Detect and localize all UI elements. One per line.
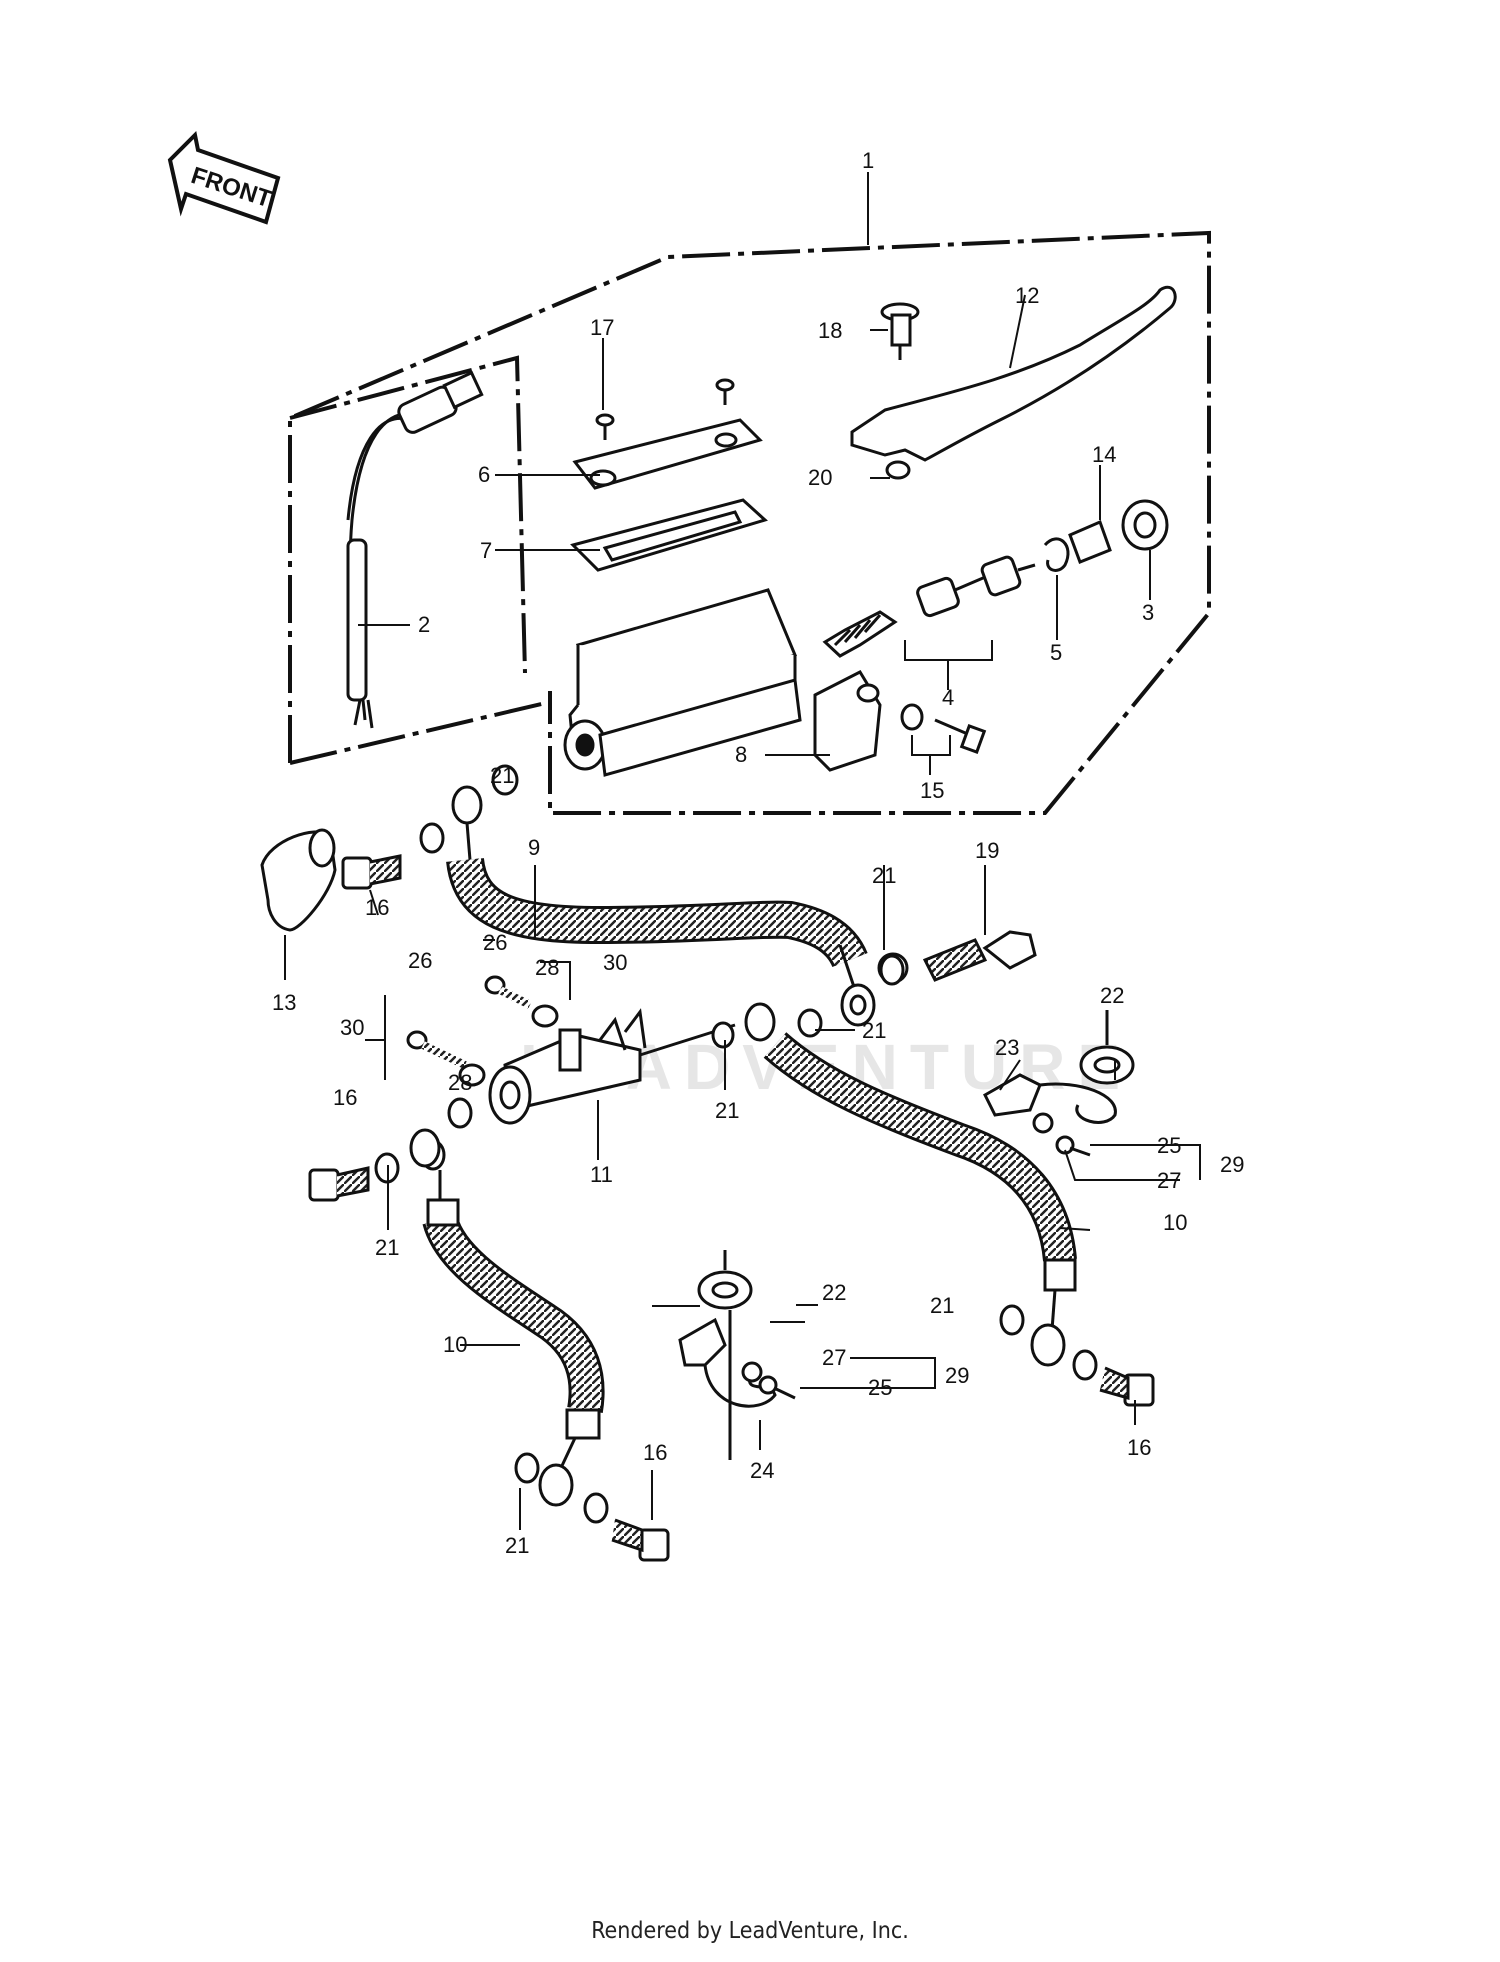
callout-25b: 25 [868,1375,892,1400]
circlip-5-icon [1043,537,1070,572]
callout-1: 1 [862,148,874,173]
callout-2: 2 [418,612,430,637]
lever-bracket [813,670,882,772]
callout-28a: 28 [448,1070,472,1095]
front-arrow-icon: FRONT [167,130,281,225]
pivot-bolt-18 [880,302,920,360]
banjo-bolt-16-icon [308,1152,400,1202]
pivot-sleeve-3 [1121,499,1169,551]
callout-24: 24 [750,1458,774,1483]
callout-13: 13 [272,990,296,1015]
hose-bracket-24 [678,1310,777,1460]
callout-27a: 27 [1157,1168,1181,1193]
callout-19: 19 [975,838,999,863]
callout-20: 20 [808,465,832,490]
grommet-22-icon [697,1010,1135,1310]
callout-10a: 10 [443,1332,467,1357]
callout-15: 15 [920,778,944,803]
callout-labels: 1 2 3 4 5 6 7 8 9 10 10 11 12 13 14 15 1… [272,148,1244,1558]
brake-hose-10-right [744,1002,1077,1367]
callout-6: 6 [478,462,490,487]
callout-22a: 22 [1100,983,1124,1008]
callout-21c: 21 [862,1018,886,1043]
bolt-25-icon [758,1135,1091,1400]
callout-28b: 28 [535,955,559,980]
callout-30b: 30 [603,950,627,975]
leader-lines [284,294,1201,1530]
brake-hose-10-left [409,1128,605,1507]
callout-8: 8 [735,742,747,767]
callout-21g: 21 [505,1533,529,1558]
callout-7: 7 [480,538,492,563]
piston-assembly [822,555,1036,658]
banjo-bolt-16-icon [583,1492,670,1562]
dust-cover-14 [1068,519,1112,564]
callout-25a: 25 [1157,1133,1181,1158]
bolt-15-icon [900,703,987,754]
callout-14: 14 [1092,442,1116,467]
callout-23: 23 [995,1035,1019,1060]
brake-hose-joint-11 [488,1008,736,1125]
callout-4: 4 [942,685,954,710]
reservoir-cap [572,418,763,490]
callout-29a: 29 [1220,1152,1244,1177]
callout-26a: 26 [408,948,432,973]
callout-27b: 27 [822,1345,846,1370]
callout-9: 9 [528,835,540,860]
screw-17-icon [595,378,735,440]
bolt-26-icon [406,975,559,1087]
callout-3: 3 [1142,600,1154,625]
callout-18: 18 [818,318,842,343]
nut-20-icon [885,460,911,480]
callout-16c: 16 [1127,1435,1151,1460]
callout-29b: 29 [945,1363,969,1388]
callout-12: 12 [1015,283,1039,308]
banjo-bolt-16-icon [341,822,445,890]
callout-21d: 21 [715,1098,739,1123]
banjo-bolt-16-icon [1072,1349,1155,1407]
master-cylinder-body [563,588,802,777]
footer-credit: Rendered by LeadVenture, Inc. [591,1918,909,1944]
assembly-boundary [288,230,1211,815]
callout-17: 17 [590,315,614,340]
callout-16a: 16 [365,895,389,920]
callout-21f: 21 [930,1293,954,1318]
callout-30a: 30 [340,1015,364,1040]
callout-10b: 10 [1163,1210,1187,1235]
callout-11: 11 [590,1162,613,1187]
callout-5: 5 [1050,640,1062,665]
callout-21b: 21 [872,863,896,888]
brake-light-switch [346,370,484,729]
callout-21e: 21 [375,1235,399,1260]
brake-hose-9 [446,785,876,1027]
callout-22b: 22 [822,1280,846,1305]
hose-bracket-23 [983,1073,1117,1134]
diaphragm [570,498,768,572]
callout-26b: 26 [483,930,507,955]
callout-16d: 16 [643,1440,667,1465]
callout-16b: 16 [333,1085,357,1110]
callout-21a: 21 [490,763,514,788]
brake-lever [850,285,1177,462]
dust-cap-13 [260,828,337,932]
